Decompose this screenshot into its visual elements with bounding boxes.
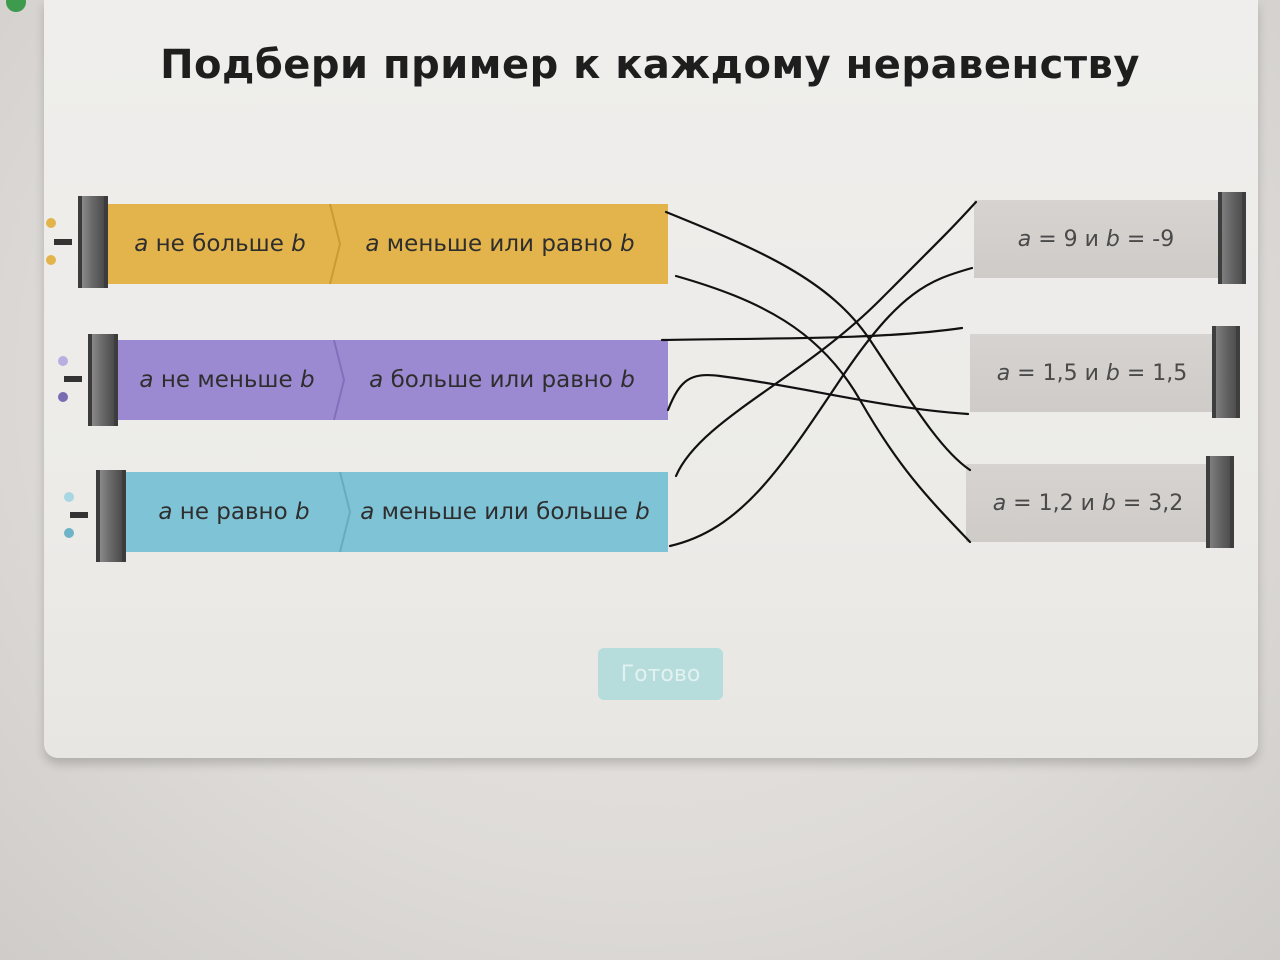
connector-icon [70,512,88,518]
inequality-label: а не равно b [158,499,310,525]
inequality-label: а не меньше b [139,367,315,393]
knob-icon [64,528,74,538]
puzzle-separator [339,472,352,552]
inequality-label: а меньше или равно b [365,231,635,257]
knob-icon [58,356,68,366]
knob-icon [64,492,74,502]
inequality-label: а больше или равно b [369,367,635,393]
knob-icon [58,392,68,402]
knob-icon [46,218,56,228]
knob-icon [46,255,56,265]
connector-icon [54,239,72,245]
inequality-strip[interactable]: а не меньше b а больше или равно b [118,340,668,420]
drag-handle-icon[interactable] [1218,192,1246,284]
answer-option[interactable]: а = 9 и b = -9 [974,200,1218,278]
done-button[interactable]: Готово [598,648,723,700]
puzzle-separator [333,340,346,420]
inequality-label: а не больше b [134,231,306,257]
puzzle-separator [329,204,342,284]
inequality-strip[interactable]: а не равно b а меньше или больше b [126,472,668,552]
inequality-label: а меньше или больше b [360,499,650,525]
drag-handle-icon[interactable] [96,470,126,562]
answer-option[interactable]: а = 1,5 и b = 1,5 [970,334,1214,412]
page-title: Подбери пример к каждому неравенству [160,42,1140,88]
drag-handle-icon[interactable] [1212,326,1240,418]
drag-handle-icon[interactable] [1206,456,1234,548]
drag-handle-icon[interactable] [88,334,118,426]
connector-icon [64,376,82,382]
inequality-strip[interactable]: а не больше b а меньше или равно b [108,204,668,284]
drag-handle-icon[interactable] [78,196,108,288]
answer-option[interactable]: а = 1,2 и b = 3,2 [966,464,1210,542]
progress-dot [6,0,26,12]
